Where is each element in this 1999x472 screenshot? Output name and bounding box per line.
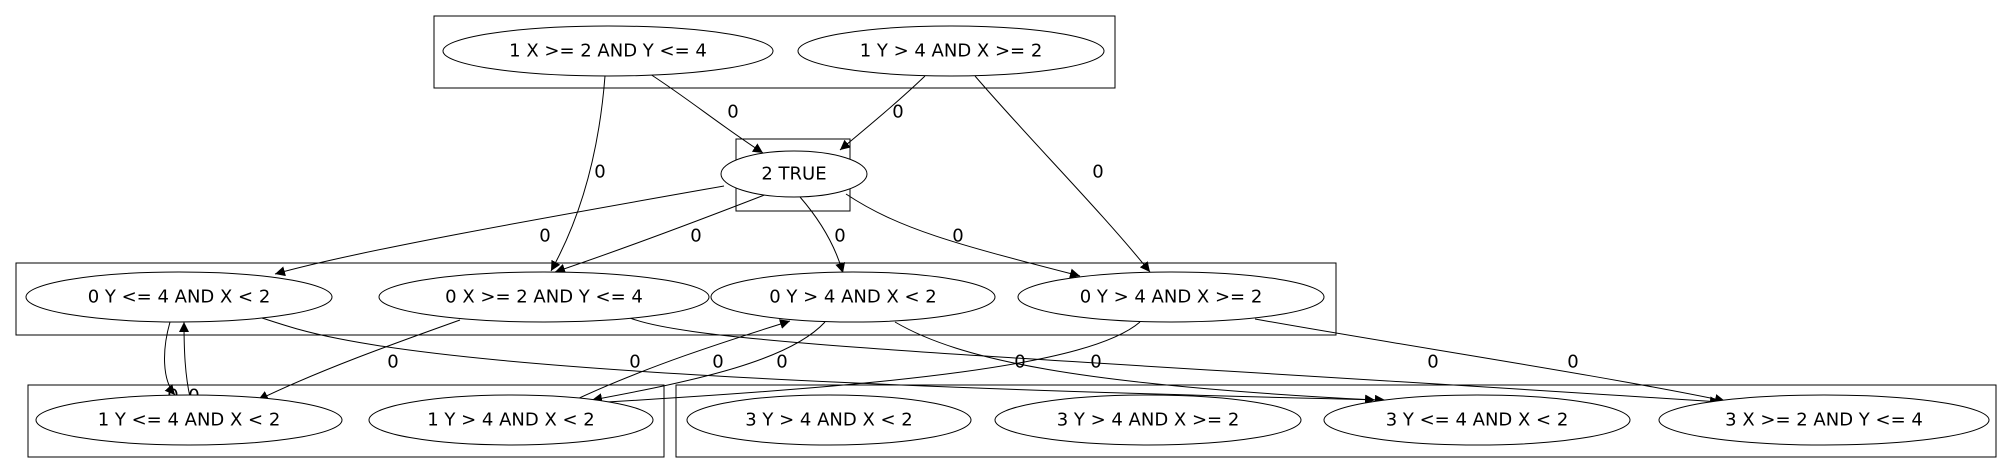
node-n3c: 3 Y <= 4 AND X < 2 [1323, 394, 1631, 446]
node-ellipse [797, 25, 1105, 77]
node-ellipse [1658, 394, 1990, 446]
node-n0a: 0 Y <= 4 AND X < 2 [25, 271, 333, 323]
edge-label: 0 [1567, 352, 1578, 373]
node-label: 0 X >= 2 AND Y <= 4 [445, 287, 643, 308]
node-ellipse [710, 271, 996, 323]
edge-label: 0 [1427, 352, 1438, 373]
edge-line [589, 321, 1141, 408]
edge-line [164, 321, 176, 396]
cluster-bottom-right [675, 384, 1997, 458]
edge-label: 0 [387, 352, 398, 373]
node-n1a: 1 X >= 2 AND Y <= 4 [442, 25, 774, 77]
node-n3b: 3 Y > 4 AND X >= 2 [994, 394, 1302, 446]
node-label: 0 Y <= 4 AND X < 2 [88, 287, 271, 308]
node-label: 1 Y > 4 AND X >= 2 [860, 41, 1043, 62]
edges-layer: 000000000000000000 [164, 73, 1726, 408]
edge-n0b-n3d: 0 [629, 317, 1721, 407]
edge-label: 0 [539, 226, 550, 247]
nodes-layer: 1 X >= 2 AND Y <= 4 1 Y > 4 AND X >= 2 2 T… [25, 25, 1990, 446]
edge-label: 0 [727, 102, 738, 123]
edge-n2-n0d: 0 [845, 193, 1081, 279]
node-ellipse [442, 25, 774, 77]
node-ellipse [1323, 394, 1631, 446]
edge-label: 0 [690, 226, 701, 247]
node-label: 1 Y > 4 AND X < 2 [427, 410, 595, 431]
edge-n0a-n3c: 0 [261, 317, 1386, 405]
edge-line [1254, 318, 1726, 404]
node-n0b: 0 X >= 2 AND Y <= 4 [378, 271, 710, 323]
edge-label: 0 [776, 352, 787, 373]
edge-n2-n0c: 0 [799, 196, 846, 274]
edge-label: 0 [952, 226, 963, 247]
edge-n1a-n2: 0 [649, 73, 764, 154]
node-ellipse [686, 394, 972, 446]
edge-line [839, 75, 926, 151]
node-label: 3 Y <= 4 AND X < 2 [1386, 410, 1569, 431]
edge-line [591, 321, 826, 404]
node-ellipse [25, 271, 333, 323]
node-ellipse [378, 271, 710, 323]
node-label: 0 Y > 4 AND X < 2 [769, 287, 937, 308]
edge-n1b-n2: 0 [839, 75, 926, 151]
edge-line [574, 319, 791, 401]
edge-label: 0 [594, 162, 605, 183]
edge-label: 0 [1092, 162, 1103, 183]
node-n0c: 0 Y > 4 AND X < 2 [710, 271, 996, 323]
edge-n1b-n0d: 0 [974, 75, 1151, 273]
node-n3a: 3 Y > 4 AND X < 2 [686, 394, 972, 446]
node-label: 3 X >= 2 AND Y <= 4 [1725, 410, 1923, 431]
cluster-middle [15, 262, 1337, 336]
edge-label: 0 [834, 226, 845, 247]
edge-line [179, 321, 191, 398]
edge-line [649, 73, 764, 154]
node-n1d: 1 Y > 4 AND X < 2 [368, 394, 654, 446]
edge-line [554, 193, 768, 274]
edge-line [257, 319, 461, 401]
edge-n1a-n0b: 0 [550, 75, 606, 272]
edge-n0b-n1c: 0 [257, 319, 461, 401]
edge-n1d-n0c: 0 [574, 319, 791, 401]
edge-line [974, 75, 1151, 273]
edge-line [550, 75, 606, 272]
node-n1c: 1 Y <= 4 AND X < 2 [35, 394, 343, 446]
edge-n0d-n1d: 0 [589, 321, 1141, 408]
edge-label: 0 [1090, 352, 1101, 373]
edge-line [261, 317, 1386, 405]
node-ellipse [720, 150, 868, 198]
edge-line [799, 196, 846, 274]
node-label: 3 Y > 4 AND X < 2 [745, 410, 913, 431]
edge-n0d-n3d: 0 [1254, 318, 1726, 404]
edge-n0c-n3c: 0 [894, 321, 1376, 405]
edge-line [274, 185, 725, 277]
edge-label: 0 [1014, 352, 1025, 373]
edge-label: 0 [892, 102, 903, 123]
node-ellipse [1017, 271, 1325, 323]
edge-line [629, 317, 1721, 407]
node-label: 3 Y > 4 AND X >= 2 [1057, 410, 1240, 431]
node-ellipse [368, 394, 654, 446]
edge-label: 0 [712, 352, 723, 373]
node-n1b: 1 Y > 4 AND X >= 2 [797, 25, 1105, 77]
node-label: 2 TRUE [761, 164, 826, 185]
node-n2: 2 TRUE [720, 150, 868, 198]
edge-label: 0 [629, 352, 640, 373]
node-n3d: 3 X >= 2 AND Y <= 4 [1658, 394, 1990, 446]
edge-n2-n0b: 0 [554, 193, 768, 274]
cluster-top [433, 15, 1116, 89]
edge-n0c-n1d: 0 [591, 321, 826, 404]
cluster-bottom-left [27, 384, 665, 458]
node-label: 1 Y <= 4 AND X < 2 [98, 410, 281, 431]
node-n0d: 0 Y > 4 AND X >= 2 [1017, 271, 1325, 323]
node-label: 0 Y > 4 AND X >= 2 [1080, 287, 1263, 308]
node-label: 1 X >= 2 AND Y <= 4 [509, 41, 707, 62]
node-ellipse [994, 394, 1302, 446]
edge-line [845, 193, 1081, 279]
edge-line [894, 321, 1376, 405]
edge-n2-n0a: 0 [274, 185, 725, 277]
node-ellipse [35, 394, 343, 446]
